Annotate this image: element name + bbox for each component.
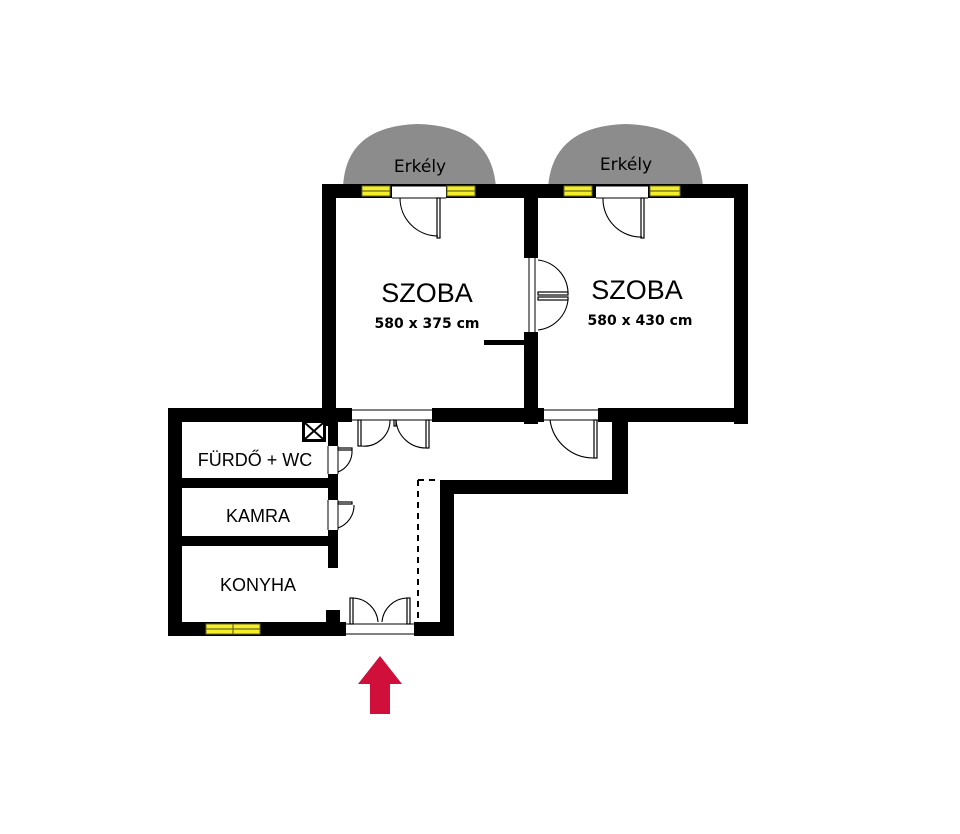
wall-left-room-west (322, 184, 336, 426)
door-left-room-hall (352, 408, 432, 449)
wall-right-room-east (734, 184, 748, 424)
wall-outer-west (168, 408, 182, 636)
wall-hall-west (328, 420, 338, 568)
room-label-szoba-left: SZOBA (381, 278, 473, 308)
room-label-kamra: KAMRA (226, 506, 290, 526)
door-kamra (326, 500, 355, 530)
door-entrance (346, 597, 414, 636)
door-balcony-left (392, 185, 446, 239)
window-right-room-1 (563, 185, 593, 197)
wall-stub (484, 340, 528, 345)
balcony-left: Erkély (343, 124, 496, 188)
windows (205, 185, 681, 635)
room-size-szoba-left: 580 x 375 cm (375, 316, 480, 332)
room-size-szoba-right: 580 x 430 cm (588, 313, 693, 329)
wall-rooms-south (168, 408, 748, 422)
door-bathroom (326, 446, 353, 474)
room-label-furdo-wc: FÜRDŐ + WC (198, 449, 313, 470)
walls (168, 184, 748, 636)
vent-box (302, 420, 326, 442)
wall-corridor-east (612, 408, 628, 494)
balcony-right: Erkély (548, 124, 703, 188)
window-left-room-2 (446, 185, 476, 197)
entrance-arrow-icon (358, 656, 402, 714)
window-kitchen (205, 623, 261, 635)
door-between-rooms (524, 258, 569, 332)
balcony-left-label: Erkély (394, 157, 446, 177)
wall-bath-south (168, 478, 338, 488)
dashed-partition (417, 479, 440, 622)
wall-hall-east (440, 480, 454, 636)
window-right-room-2 (649, 185, 681, 197)
wall-corridor-south (440, 480, 628, 494)
room-label-szoba-right: SZOBA (591, 275, 683, 305)
wall-kamra-south (168, 536, 338, 546)
balcony-right-label: Erkély (600, 155, 652, 175)
wall-hall-west-lower (326, 610, 340, 636)
room-label-konyha: KONYHA (220, 575, 296, 595)
door-balcony-right (596, 185, 648, 239)
door-right-room-corridor (544, 408, 598, 459)
doors (326, 185, 648, 636)
window-left-room-1 (361, 185, 391, 197)
